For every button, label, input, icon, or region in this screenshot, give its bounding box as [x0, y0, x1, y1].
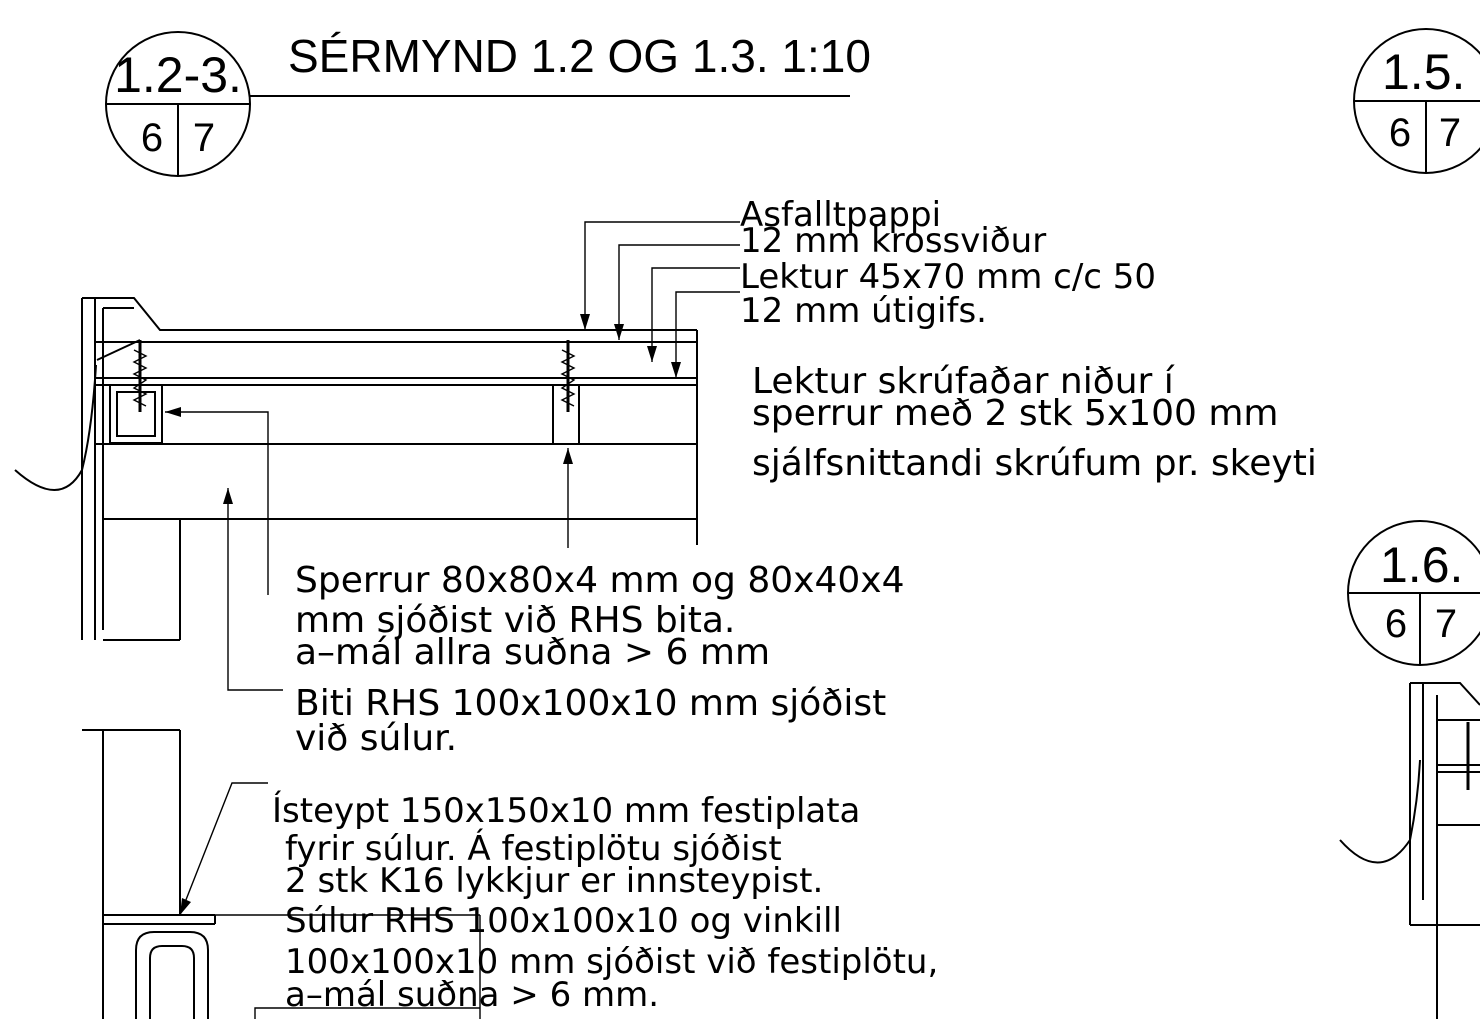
- bubble-1-6-id: 1.6.: [1380, 537, 1463, 593]
- detail-title: SÉRMYND 1.2 OG 1.3. 1:10: [288, 30, 871, 82]
- bubble-main-sheet-right: 7: [193, 116, 215, 160]
- label-asfalltpappi: Asfalltpappi: [740, 195, 941, 235]
- bubble-1-5-id: 1.5.: [1382, 44, 1465, 100]
- bubble-1-5-sheet-right: 7: [1439, 111, 1461, 155]
- rafter-note-line-2: mm sjóðist við RHS bita.: [295, 600, 735, 641]
- detail-bubble-1-6: 1.6. 6 7: [1347, 520, 1480, 666]
- detail-1-6-partial-drawing: [1339, 682, 1480, 1019]
- screw-note-line-2: sperrur með 2 stk 5x100 mm: [752, 393, 1278, 434]
- leader-lines: [165, 221, 740, 916]
- plate-note-line-5: 100x100x10 mm sjóðist við festiplötu,: [285, 942, 938, 982]
- screw-note-line-1: Lektur skrúfaðar niður í: [752, 361, 1175, 402]
- detail-bubble-1-5: 1.5. 6 7: [1353, 28, 1480, 174]
- screw-note: Lektur skrúfaðar niður í sperrur með 2 s…: [752, 361, 1317, 484]
- detail-bubble-main: 1.2-3. 6 7: [105, 31, 251, 177]
- bubble-1-6-sheet-left: 6: [1385, 602, 1407, 646]
- bubble-main-id: 1.2-3.: [114, 47, 242, 103]
- layer-labels: Asfalltpappi 12 mm krossviður Lektur 45x…: [740, 195, 1156, 331]
- plate-note-line-2: fyrir súlur. Á festiplötu sjóðist: [285, 828, 782, 869]
- plate-note: Ísteypt 150x150x10 mm festiplata fyrir s…: [272, 790, 938, 1015]
- plate-note-line-6: a–mál suðna > 6 mm.: [285, 975, 659, 1015]
- label-krossvidur: 12 mm krossviður: [740, 221, 1046, 261]
- plate-note-line-4: Súlur RHS 100x100x10 og vinkill: [285, 901, 842, 941]
- bubble-1-6-sheet-right: 7: [1435, 602, 1457, 646]
- rafter-note: Sperrur 80x80x4 mm og 80x40x4 mm sjóðist…: [295, 560, 905, 673]
- bubble-1-5-sheet-left: 6: [1389, 111, 1411, 155]
- bubble-main-sheet-left: 6: [141, 116, 163, 160]
- label-utigifs: 12 mm útigifs.: [740, 291, 987, 331]
- plate-note-line-1: Ísteypt 150x150x10 mm festiplata: [272, 790, 860, 831]
- roof-section-drawing: [14, 297, 698, 1019]
- screw-note-line-3: sjálfsnittandi skrúfum pr. skeyti: [752, 443, 1317, 484]
- label-lektur: Lektur 45x70 mm c/c 50: [740, 257, 1156, 297]
- rafter-note-line-3: a–mál allra suðna > 6 mm: [295, 632, 770, 673]
- beam-note: Biti RHS 100x100x10 mm sjóðist við súlur…: [295, 683, 886, 759]
- plate-note-line-3: 2 stk K16 lykkjur er innsteypist.: [285, 861, 823, 901]
- rafter-note-line-1: Sperrur 80x80x4 mm og 80x40x4: [295, 560, 905, 601]
- beam-note-line-1: Biti RHS 100x100x10 mm sjóðist: [295, 683, 886, 724]
- beam-note-line-2: við súlur.: [295, 718, 457, 759]
